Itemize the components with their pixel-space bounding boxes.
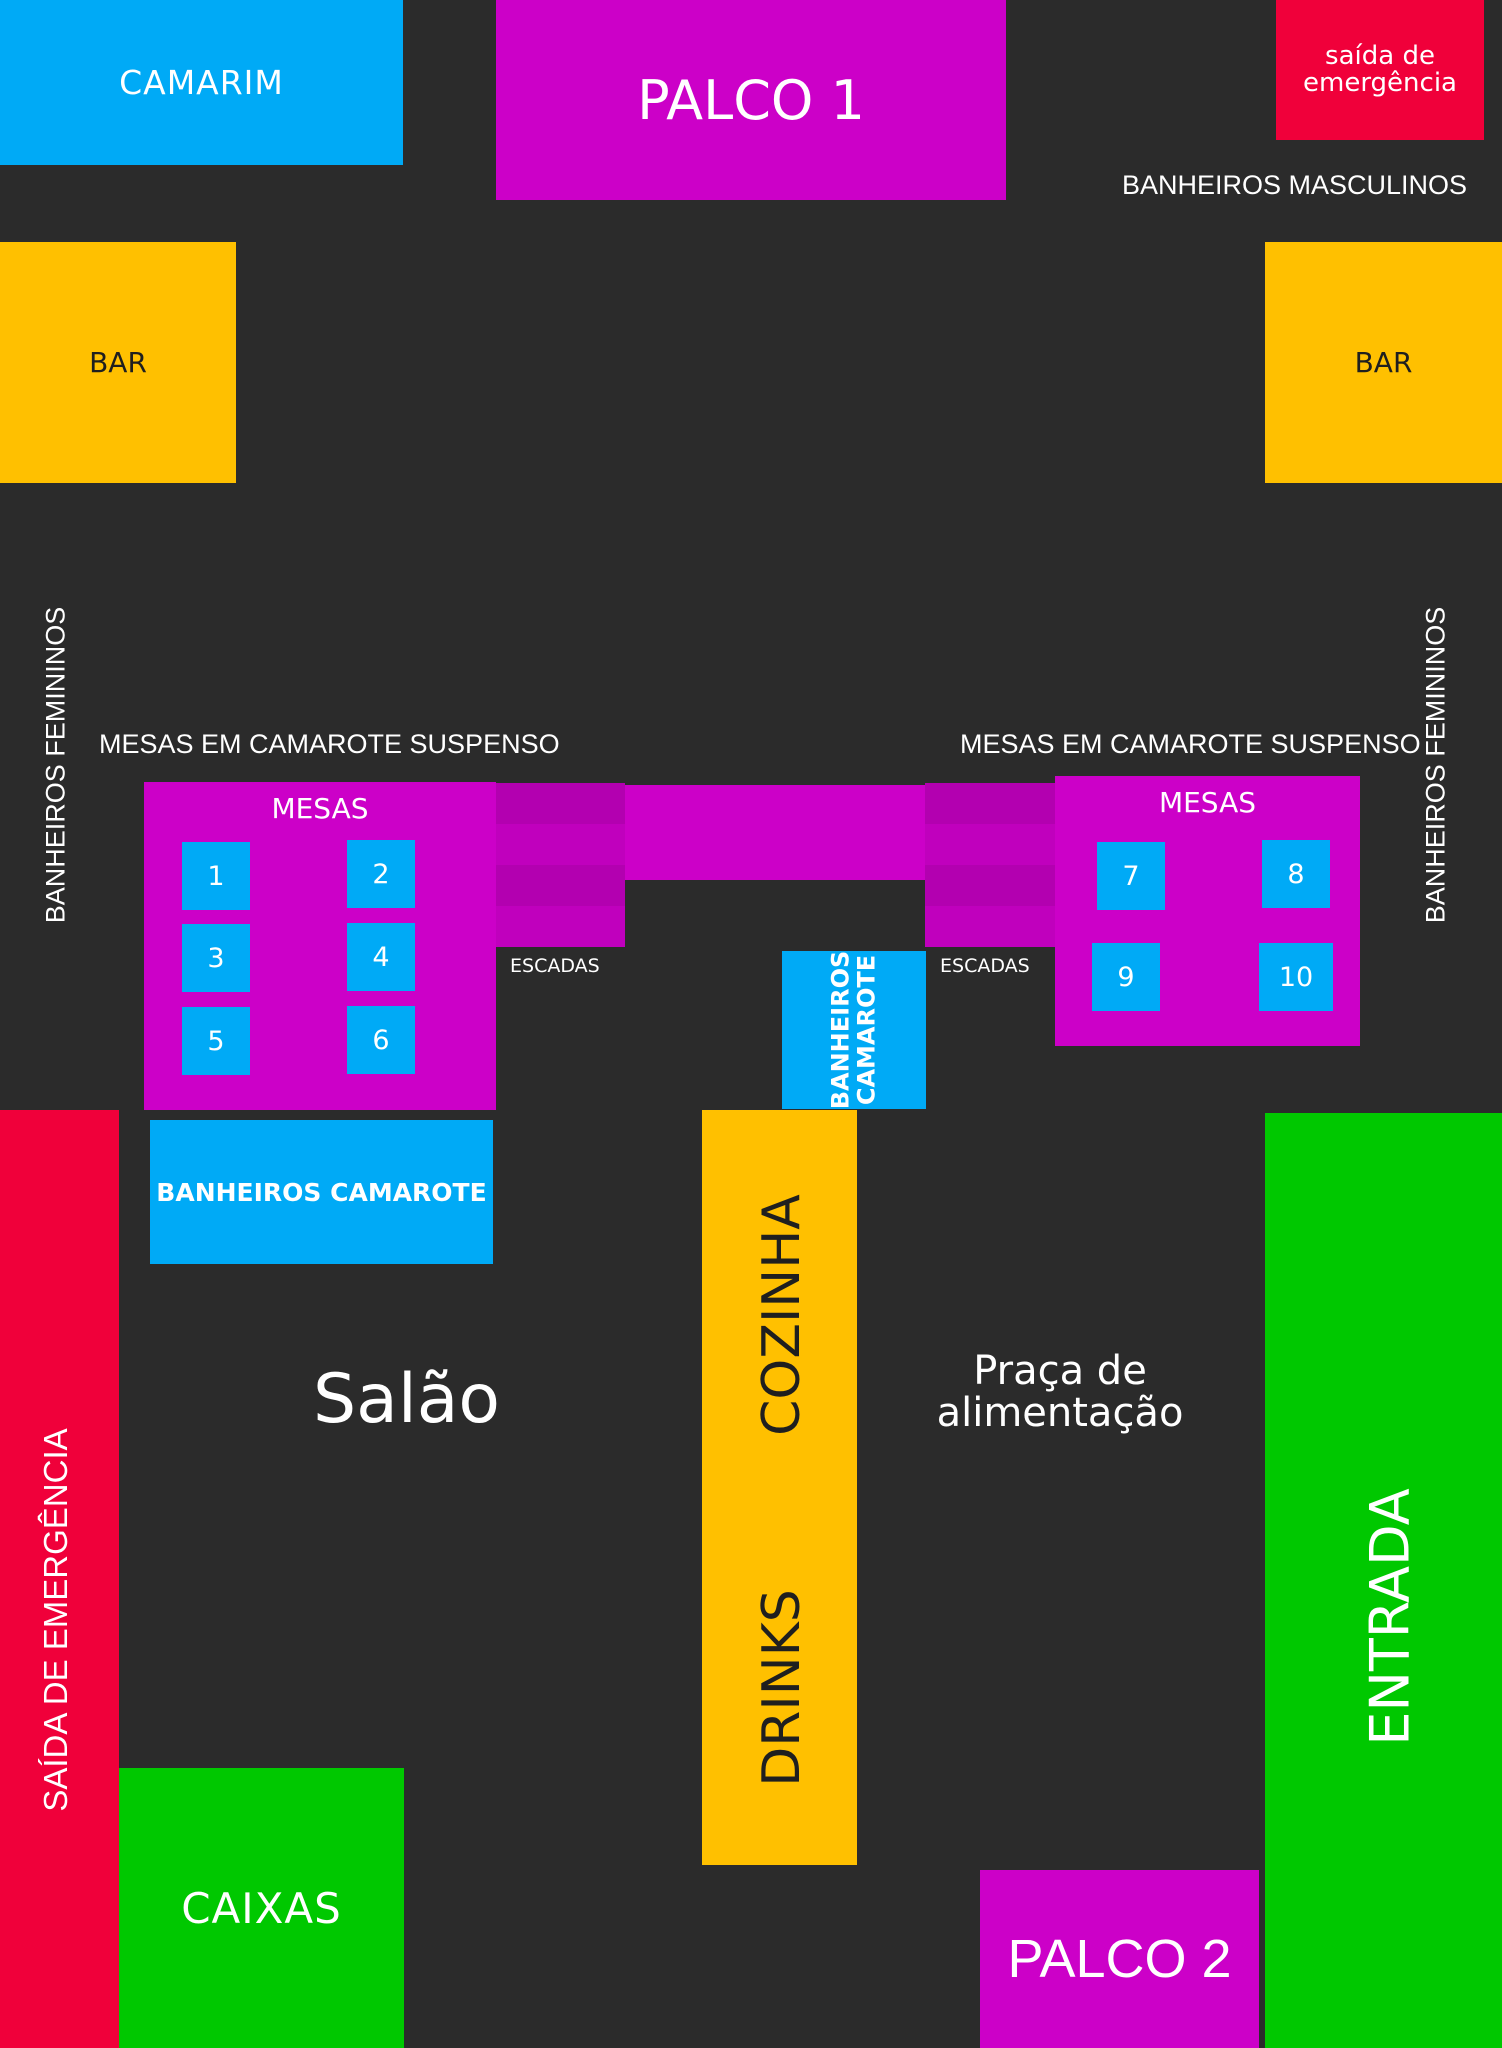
banheiros-camarote-center-label: BANHEIROS CAMAROTE xyxy=(826,950,881,1110)
stair-step xyxy=(496,824,625,865)
entrada-text: ENTRADA xyxy=(1358,1488,1422,1746)
palco-1-area[interactable]: PALCO 1 xyxy=(496,0,1006,200)
banheiros-femininos-left-text: BANHEIROS FEMININOS xyxy=(40,606,71,924)
bar-right-label: BAR xyxy=(1354,346,1413,379)
table-7[interactable]: 7 xyxy=(1097,842,1165,910)
cozinha-drinks-strip[interactable] xyxy=(702,1110,857,1865)
palco-2-label: PALCO 2 xyxy=(1007,1929,1232,1989)
table-8[interactable]: 8 xyxy=(1262,840,1330,908)
banheiros-camarote-center-line1: BANHEIROS xyxy=(826,950,855,1110)
escadas-right-label: ESCADAS xyxy=(940,955,1030,977)
salao-label: Salão xyxy=(313,1360,500,1439)
banheiros-camarote-left-label: BANHEIROS CAMAROTE xyxy=(156,1177,487,1207)
emergency-exit-top[interactable]: saída de emergência xyxy=(1276,0,1484,140)
caixas-label: CAIXAS xyxy=(181,1883,342,1933)
table-10[interactable]: 10 xyxy=(1259,943,1333,1011)
camarote-right-title: MESAS EM CAMAROTE SUSPENSO xyxy=(960,729,1421,759)
banheiros-camarote-center[interactable] xyxy=(782,951,926,1109)
entrada-area[interactable] xyxy=(1265,1113,1502,2048)
camarote-bridge xyxy=(625,785,925,880)
mesas-left-label: MESAS xyxy=(271,792,369,825)
praca-line2: alimentação xyxy=(936,1390,1184,1436)
drinks-text: DRINKS xyxy=(752,1589,812,1787)
palco-1-label: PALCO 1 xyxy=(637,68,865,132)
drinks-label: DRINKS xyxy=(752,1589,812,1787)
caixas-area[interactable]: CAIXAS xyxy=(119,1768,404,2048)
praca-label: Praça de alimentação xyxy=(905,1350,1215,1434)
cozinha-text: COZINHA xyxy=(752,1194,812,1436)
table-5[interactable]: 5 xyxy=(182,1007,250,1075)
mesas-right-label: MESAS xyxy=(1158,786,1257,819)
stair-step xyxy=(496,865,625,906)
table-9[interactable]: 9 xyxy=(1092,943,1160,1011)
palco-2-area[interactable]: PALCO 2 xyxy=(980,1870,1259,2048)
emergency-exit-left-text: SAÍDA DE EMERGÊNCIA xyxy=(37,1428,74,1812)
camarim-area[interactable]: CAMARIM xyxy=(0,0,403,165)
table-1[interactable]: 1 xyxy=(182,842,250,910)
stair-step xyxy=(496,906,625,947)
stair-step xyxy=(925,906,1055,947)
camarim-label: CAMARIM xyxy=(119,63,284,102)
banheiros-camarote-center-line2: CAMAROTE xyxy=(853,954,881,1106)
banheiros-femininos-left-label: BANHEIROS FEMININOS xyxy=(41,607,72,924)
praca-line1: Praça de xyxy=(973,1348,1147,1394)
stair-step xyxy=(925,783,1055,824)
camarote-left-title: MESAS EM CAMAROTE SUSPENSO xyxy=(99,729,560,759)
table-6[interactable]: 6 xyxy=(347,1006,415,1074)
cozinha-label: COZINHA xyxy=(752,1194,812,1436)
table-3[interactable]: 3 xyxy=(182,924,250,992)
emergency-exit-top-line1: saída de xyxy=(1325,40,1435,71)
entrada-label: ENTRADA xyxy=(1359,1488,1422,1745)
bar-left-label: BAR xyxy=(89,346,147,379)
escadas-left-label: ESCADAS xyxy=(510,955,600,977)
banheiros-femininos-right-label: BANHEIROS FEMININOS xyxy=(1421,607,1452,924)
table-2[interactable]: 2 xyxy=(347,840,415,908)
emergency-exit-top-line2: emergência xyxy=(1303,68,1457,98)
banheiros-femininos-right-text: BANHEIROS FEMININOS xyxy=(1420,606,1451,924)
banheiros-camarote-left[interactable]: BANHEIROS CAMAROTE xyxy=(150,1120,493,1264)
stair-step xyxy=(925,865,1055,906)
stairs-left[interactable] xyxy=(496,783,625,947)
banheiros-masculinos-label: BANHEIROS MASCULINOS xyxy=(1122,170,1468,200)
stairs-right[interactable] xyxy=(925,783,1055,947)
stair-step xyxy=(496,783,625,824)
emergency-exit-left-label: SAÍDA DE EMERGÊNCIA xyxy=(37,1428,75,1811)
emergency-exit-left[interactable] xyxy=(0,1110,119,2048)
bar-left[interactable]: BAR xyxy=(0,242,236,483)
stair-step xyxy=(925,824,1055,865)
bar-right[interactable]: BAR xyxy=(1265,242,1502,483)
table-4[interactable]: 4 xyxy=(347,923,415,991)
